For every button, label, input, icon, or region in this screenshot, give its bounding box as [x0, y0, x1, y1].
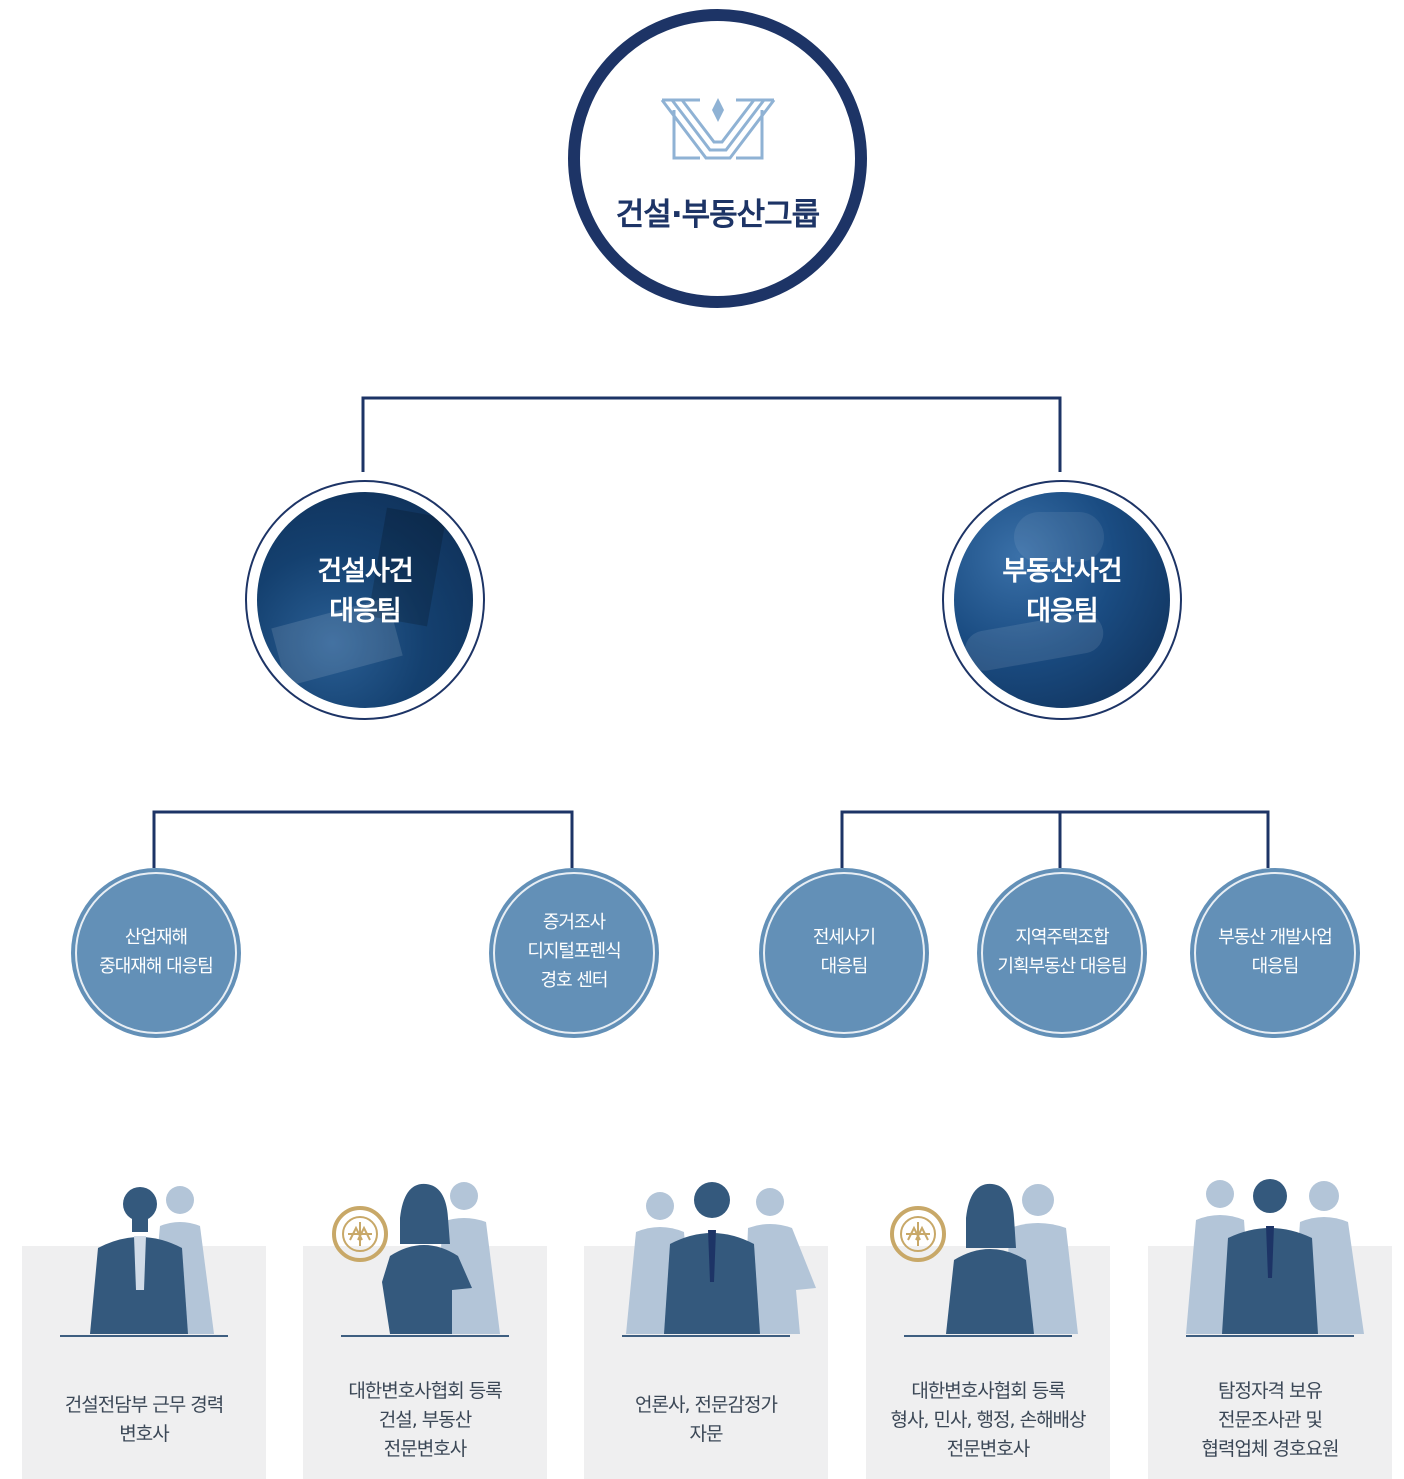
law-firm-logo-icon — [660, 98, 776, 160]
root-title: 건설·부동산그룹 — [615, 197, 820, 233]
root-node: 건설·부동산그룹 — [568, 9, 867, 308]
female-lawyer-silhouette-icon — [890, 1183, 1078, 1334]
male-lawyer-silhouette-icon — [90, 1186, 214, 1334]
female-lawyer-silhouette-icon — [332, 1182, 500, 1334]
investigators-silhouette-icon — [1186, 1179, 1364, 1334]
bar-association-badge-icon — [890, 1206, 946, 1262]
bar-association-badge-icon — [332, 1206, 388, 1262]
advisors-silhouette-icon — [626, 1182, 816, 1334]
